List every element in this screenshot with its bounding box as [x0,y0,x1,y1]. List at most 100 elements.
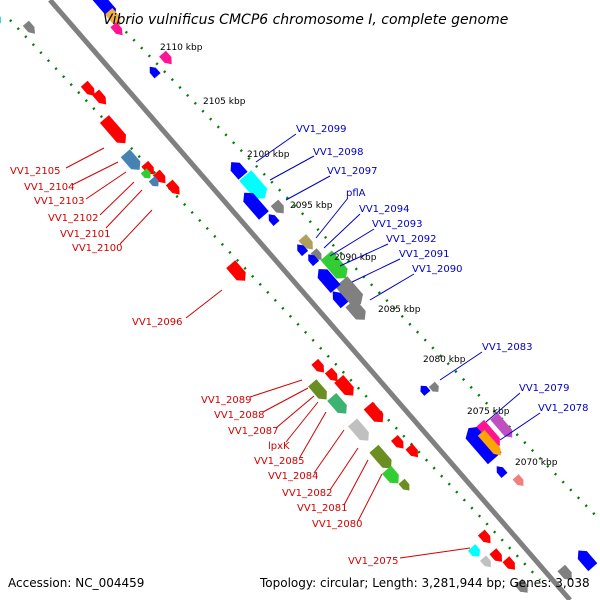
gene-arrow [104,8,121,25]
gene-arrow [335,276,363,305]
leader-line [329,447,359,491]
kbp-tick-label: 2070 kbp [515,458,558,468]
gene-arrow [477,529,491,544]
kbp-tick-label: 2105 kbp [203,97,246,107]
gene-label: VV1_2075 [348,556,399,567]
leader-line [269,155,315,181]
gene-arrow [148,176,159,187]
gene-arrow [334,375,354,396]
forward-gene-labels: VV1_2105 VV1_2104 VV1_2103 VV1_2102 VV1_… [10,166,399,567]
leader-line [339,243,389,267]
leader-line [275,395,315,429]
gene-label: VV1_2103 [34,196,85,207]
leader-line [85,171,127,200]
gene-label: VV1_2084 [268,471,319,482]
gene-label: VV1_2104 [24,182,75,193]
gene-label: VV1_2080 [312,519,363,530]
leader-line [343,459,369,506]
gene-label: VV1_2079 [519,383,570,394]
leader-line [299,411,327,458]
gene-label: VV1_2078 [538,403,589,414]
gene-label: VV1_2082 [282,488,333,499]
gene-arrow [467,544,480,557]
genome-backbone [48,0,572,600]
leader-line [119,209,153,245]
leader-line [262,387,309,413]
gene-label: VV1_2105 [10,166,61,177]
leader-line [99,181,135,216]
label-leader-lines [65,133,541,559]
gene-label: VV1_2090 [412,264,463,275]
gene-label: lpxK [268,441,290,452]
gene-arrow [489,548,502,562]
gene-label: VV1_2092 [386,234,437,245]
gene-label: VV1_2081 [297,503,348,514]
gene-arrow [243,192,269,220]
gene-arrow [317,269,341,293]
leader-line [105,189,143,229]
gene-arrow [490,413,513,438]
gene-arrow [270,199,284,214]
gene-label: VV1_2093 [372,219,423,230]
leader-line [285,175,331,201]
kbp-tick-label: 2100 kbp [247,150,290,160]
kbp-tick-label: 2085 kbp [378,305,421,315]
leader-line [71,161,119,186]
gene-label: VV1_2087 [228,426,279,437]
leader-line [351,258,401,283]
gene-label: VV1_2094 [359,204,410,215]
gene-arrow [477,429,501,456]
gene-arrow [308,254,320,267]
gene-label: VV1_2102 [48,213,99,224]
gene-arrow [465,426,502,465]
gene-arrow [149,66,161,79]
gene-label: VV1_2083 [482,342,533,353]
gene-arrow [141,160,154,175]
gene-arrow [140,168,151,179]
gene-arrow [332,291,349,309]
kbp-tick-label: 2075 kbp [467,407,510,417]
leader-line [485,392,521,423]
gene-arrow [476,419,500,446]
leader-line [369,273,415,301]
gene-label: VV1_2088 [214,410,265,421]
leader-line [329,228,375,257]
leader-line [315,197,349,239]
gene-arrow [0,16,1,24]
gene-label: VV1_2100 [72,243,123,254]
leader-line [499,412,541,441]
map-title: Vibrio vulnificus CMCP6 chromosome I, co… [103,12,508,28]
gene-label: VV1_2098 [313,147,364,158]
gene-arrow [298,234,313,250]
gene-label: pflA [346,188,366,199]
gene-arrow [382,465,399,484]
leader-line [439,351,483,381]
accession-text: Accession: NC_004459 [8,576,144,590]
reverse-gene-labels: VV1_2099 VV1_2098 VV1_2097 pflA VV1_2094… [296,124,589,414]
gene-arrow [405,443,418,458]
gene-arrow [577,550,598,572]
gene-arrow [22,20,35,34]
kbp-ticks: 2110 kbp 2105 kbp 2100 kbp 2095 kbp 2090… [160,43,558,468]
kbp-tick-label: 2110 kbp [160,43,203,53]
kbp-tick-label: 2090 kbp [334,253,377,263]
gene-arrow [159,50,172,65]
kbp-tick-label: 2080 kbp [423,355,466,365]
gene-arrow [310,248,322,260]
gene-arrow [514,578,528,593]
gene-arrow [480,555,491,568]
leader-line [323,213,361,249]
leader-line [399,547,471,559]
leader-line [255,133,297,163]
gene-arrow [398,478,410,491]
kbp-tick-label: 2095 kbp [290,201,333,211]
gene-arrow [369,444,392,469]
gene-arrow [226,260,246,281]
gene-label: VV1_2096 [132,317,183,328]
gene-label: VV1_2091 [399,249,450,260]
gene-arrow [348,418,369,441]
gene-arrow [502,556,515,570]
gene-arrow [345,298,366,320]
